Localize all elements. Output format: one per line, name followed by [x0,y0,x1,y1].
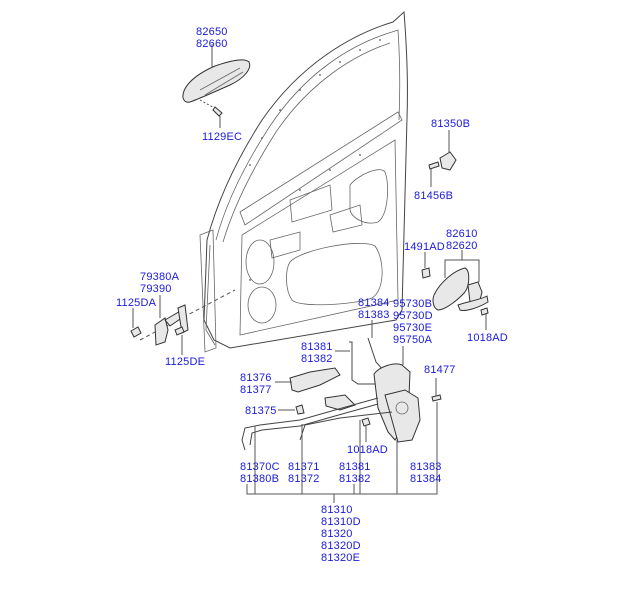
part-number: 1018AD [347,444,388,456]
part-label-lock-assembly[interactable]: 81310 81310D 81320 81320D 81320E [321,504,361,564]
part-label-clip[interactable]: 1491AD [404,241,445,253]
part-number: 95730B [393,298,433,310]
part-number: 1125DE [165,356,206,368]
part-number: 81384 [410,473,442,485]
part-label-inside-handle[interactable]: 82610 82620 [446,228,478,252]
part-number: 82650 [196,26,228,38]
part-label-rod-c[interactable]: 81381 81382 [339,461,371,485]
part-label-striker-screw[interactable]: 81456B [414,190,453,202]
part-label-cable-b[interactable]: 81371 81372 [288,461,320,485]
part-label-lock-screw[interactable]: 81477 [424,364,456,376]
door-frame [199,10,408,353]
part-label-checker[interactable]: 79380A 79390 [140,271,179,295]
part-number: 81320 [321,528,353,540]
part-number: 81310D [321,516,361,528]
part-number: 95730E [393,322,433,334]
part-label-actuator[interactable]: 95730B 95730D 95730E 95750A [393,298,433,346]
part-number: 81371 [288,461,320,473]
inside-handle-shape [432,250,489,330]
clip-shape [421,252,431,279]
part-number: 81381 [339,461,371,473]
part-number: 95750A [393,334,433,346]
part-label-clip-small[interactable]: 81375 [245,405,277,417]
part-number: 81376 [240,372,272,384]
outside-handle-shape [182,44,251,128]
part-label-cable-a[interactable]: 81370C 81380B [240,461,280,485]
part-number: 81320E [321,552,361,564]
part-label-striker[interactable]: 81350B [431,118,470,130]
part-number: 1129EC [202,131,243,143]
part-label-inside-handle-screw[interactable]: 1018AD [467,332,508,344]
lock-mechanism-shape [241,320,442,494]
part-number: 81384 [358,297,390,309]
part-number: 81382 [301,353,333,365]
part-number: 82610 [446,228,478,240]
part-number: 81383 [358,309,390,321]
part-label-lock-bracket[interactable]: 81376 81377 [240,372,272,396]
checker-shape [130,289,236,355]
part-number: 81350B [431,118,471,130]
part-number: 81380B [240,473,280,485]
part-number: 82620 [446,240,478,252]
part-number: 81382 [339,473,371,485]
part-number: 95730D [393,310,433,322]
part-label-rod-inner[interactable]: 81381 81382 [301,341,333,365]
part-number: 81377 [240,384,272,396]
part-number: 81381 [301,341,333,353]
part-number: 81372 [288,473,320,485]
part-number: 81370C [240,461,280,473]
part-label-checker-bolt-1[interactable]: 1125DA [116,297,156,309]
part-number: 79380A [140,271,180,283]
part-label-outside-handle-screw[interactable]: 1129EC [202,131,242,143]
part-number: 82660 [196,38,228,50]
part-number: 81383 [410,461,442,473]
striker-shape [428,130,457,187]
part-label-rod-upper[interactable]: 81384 81383 [358,297,390,321]
assembly-bracket [246,484,438,503]
part-number: 81456B [414,190,454,202]
part-number: 81310 [321,504,353,516]
part-number: 1125DA [116,297,157,309]
part-label-latch-screw[interactable]: 1018AD [347,444,388,456]
part-number: 81375 [245,405,277,417]
part-label-rod-d[interactable]: 81383 81384 [410,461,442,485]
part-number: 81320D [321,540,361,552]
part-number: 1018AD [467,332,508,344]
part-number: 1491AD [404,241,445,253]
part-label-checker-bolt-2[interactable]: 1125DE [165,356,205,368]
part-number: 81477 [424,364,456,376]
part-label-outside-handle[interactable]: 82650 82660 [196,26,228,50]
part-number: 79390 [140,283,172,295]
